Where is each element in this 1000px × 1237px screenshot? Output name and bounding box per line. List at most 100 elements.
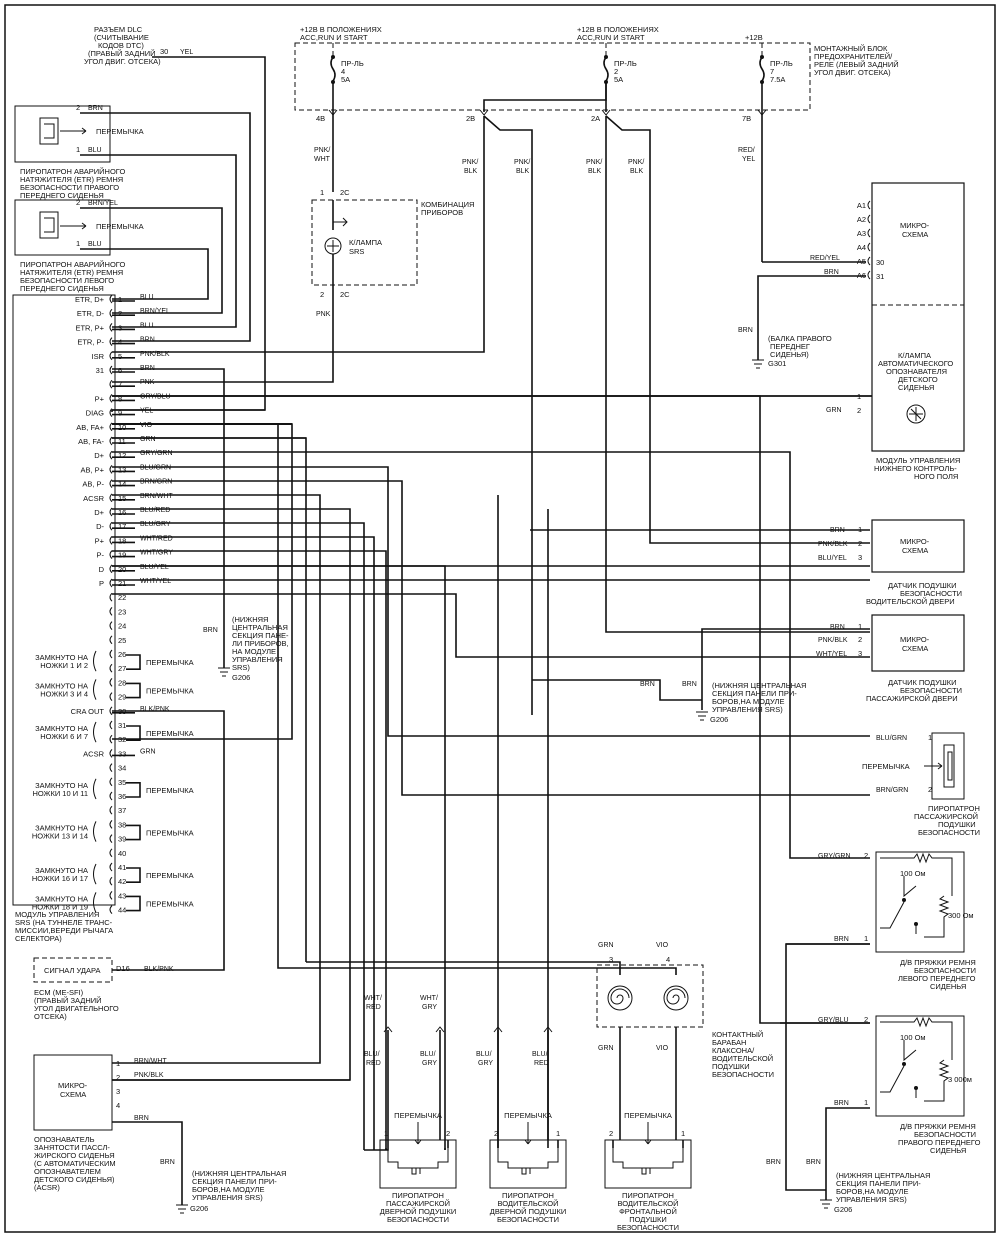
pab-l3: БЕЗОПАСНОСТИ: [918, 828, 980, 837]
srs-pin-name: AB, P-: [82, 480, 104, 489]
pds-l2: ПАССАЖИРСКОЙ ДВЕРИ: [866, 694, 958, 703]
etr-left-pin2: 2: [76, 198, 80, 207]
g206a-l5: УПРАВЛЕНИЯ: [232, 655, 283, 664]
dlc-pin: 30: [160, 47, 168, 56]
crash-l1: (ПРАВЫЙ ЗАДНИЙ: [34, 996, 102, 1005]
lcm-lamp-pin2: 2: [857, 406, 861, 415]
pds-w0: BRN: [830, 624, 845, 631]
bl-r2: 300 Ом: [948, 911, 974, 920]
srs-pin-wire: BLU: [140, 294, 154, 301]
srs-pin-num: 3: [118, 323, 122, 332]
g206b-id: G206: [710, 715, 728, 724]
bl-p1: 1: [864, 934, 868, 943]
srs-pin-41: 41: [109, 862, 126, 872]
fuse-4-num: 4: [341, 67, 345, 76]
squib-jumper: ПЕРЕМЫЧКА: [504, 1111, 552, 1120]
supply-right: +12В: [745, 33, 763, 42]
srs-pin-name: P-: [97, 551, 105, 560]
lcm-n30: 30: [876, 258, 884, 267]
short-label-0: ЗАМКНУТО НА: [35, 824, 88, 833]
short-label-1: НОЖКИ 18 И 19: [32, 903, 88, 912]
w-cluster-top-0: PNK/: [314, 147, 330, 154]
etr-right-label-2: БЕЗОПАСНОСТИ ПРАВОГО: [20, 183, 119, 192]
short-label-0: ЗАМКНУТО НА: [35, 866, 88, 875]
srs-pin-18: 18P+WHT/RED: [95, 535, 173, 545]
g206d-wire2: BRN: [806, 1159, 821, 1166]
pab-p2: 2: [928, 785, 932, 794]
srs-pin-name: ETR, P+: [75, 323, 104, 332]
lcm-pin-A2: A2: [857, 214, 871, 224]
srs-pin-16: 16D+BLU/RED: [94, 507, 170, 517]
srs-pin-num: 2: [118, 309, 122, 318]
etr-right-squib: ПЕРЕМЫЧКА 2 BRN 1 BLU ПИРОПАТРОН АВАРИЙН…: [14, 103, 144, 200]
cs-l0: КОНТАКТНЫЙ: [712, 1030, 763, 1039]
srs-pin-39: 39: [109, 834, 126, 844]
short-label-1: НОЖКИ 16 И 17: [32, 874, 88, 883]
squib-label: БЕЗОПАСНОСТИ: [497, 1215, 559, 1224]
g206b-l3: УПРАВЛЕНИЯ SRS): [712, 705, 783, 714]
squib-wire-label: GRY: [422, 1060, 437, 1067]
srs-pin-num: 34: [118, 764, 126, 773]
cs-w-grn: GRN: [598, 942, 614, 949]
srs-pin-num: 43: [118, 891, 126, 900]
short-label-1: НОЖКИ 6 И 7: [40, 732, 88, 741]
srs-pin-35: 35: [109, 777, 126, 787]
lcm-lamp-wire: GRN: [826, 407, 842, 414]
lcm-lamp-1: АВТОМАТИЧЕСКОГО: [878, 359, 953, 368]
srs-pin-num: 42: [118, 877, 126, 886]
srs-pin-38: 38: [109, 820, 126, 829]
bl-l1: БЕЗОПАСНОСТИ: [914, 966, 976, 975]
squib-wire-label: WHT/: [364, 995, 382, 1002]
supply-left-2: ACC,RUN И START: [300, 33, 368, 42]
srs-pin-num: 12: [118, 451, 126, 460]
srs-label-1: SRS (НА ТУННЕЛЕ ТРАНС-: [15, 918, 113, 927]
w-2a-a-1: BLK: [588, 168, 602, 175]
bl-l3: СИДЕНЬЯ: [930, 982, 966, 991]
g301-id: G301: [768, 359, 786, 368]
squib-wire-label: BLU/: [532, 1051, 548, 1058]
srs-pin-num: 8: [118, 394, 122, 403]
srs-pin-num: 40: [118, 849, 126, 858]
frame: [4, 4, 996, 1233]
pds-l0: ДАТЧИК ПОДУШКИ: [888, 678, 957, 687]
bl-l0: Д/В ПРЯЖКИ РЕМНЯ: [900, 958, 976, 967]
srs-pin-19: 19P-WHT/GRY: [97, 550, 174, 560]
cluster-conn-bot: 2C: [340, 290, 350, 299]
srs-pin-num: 9: [118, 409, 122, 418]
etr-left-label-2: БЕЗОПАСНОСТИ ЛЕВОГО: [20, 276, 114, 285]
srs-pin-wire: GRY/GRN: [140, 450, 173, 457]
fb-label-3: УГОЛ ДВИГ. ОТСЕКА): [814, 68, 891, 77]
driver-door-sensor: МИКРО- СХЕМА BRN PNK/BLK BLU/YEL 1 2 3 Д…: [818, 519, 965, 606]
lcm-pin-label: A1: [857, 201, 866, 210]
short-label-0: ЗАМКНУТО НА: [35, 895, 88, 904]
instrument-cluster: КОМБИНАЦИЯ ПРИБОРОВ 1 2C 2 2C К/ЛАМПА SR…: [311, 188, 474, 318]
srs-pin-name: 31: [96, 366, 104, 375]
acsr-p3: 4: [116, 1101, 120, 1110]
srs-pin-42: 42: [109, 876, 126, 886]
short-jumper: ПЕРЕМЫЧКА: [146, 900, 194, 909]
srs-pin-num: 33: [118, 749, 126, 758]
short-jumper: ПЕРЕМЫЧКА: [146, 729, 194, 738]
acsr-w1: PNK/BLK: [134, 1072, 164, 1079]
srs-pin-num: 37: [118, 806, 126, 815]
crash-l2: УГОЛ ДВИГАТЕЛЬНОГО: [34, 1004, 119, 1013]
br-p2: 2: [864, 1015, 868, 1024]
srs-pin-name: D+: [94, 508, 104, 517]
srs-pin-43: 43: [109, 891, 126, 900]
squib-label: ПИРОПАТРОН: [622, 1191, 674, 1200]
g206a-l6: SRS): [232, 663, 250, 672]
srs-pin-num: 39: [118, 835, 126, 844]
srs-pin-num: 17: [118, 522, 126, 531]
squib-wire-label: WHT/: [420, 995, 438, 1002]
g206a-l4: НА МОДУЛЕ: [232, 647, 276, 656]
srs-pin-wire: YEL: [140, 408, 153, 415]
srs-pin-26: 26: [109, 649, 126, 659]
srs-pin-num: 1: [118, 295, 122, 304]
fuse-block-label: МОНТАЖНЫЙ БЛОК ПРЕДОХРАНИТЕЛЕЙ/ РЕЛЕ (ЛЕ…: [814, 44, 899, 77]
g301-l2: СИДЕНЬЯ): [770, 350, 809, 359]
squib-wire-label: GRY: [422, 1004, 437, 1011]
pass-airbag-squib: ПЕРЕМЫЧКА BLU/GRN BRN/GRN 1 2 ПИРОПАТРОН…: [862, 732, 980, 837]
bl-w2: GRY/GRN: [818, 853, 851, 860]
srs-pin-name: ACSR: [83, 494, 104, 503]
